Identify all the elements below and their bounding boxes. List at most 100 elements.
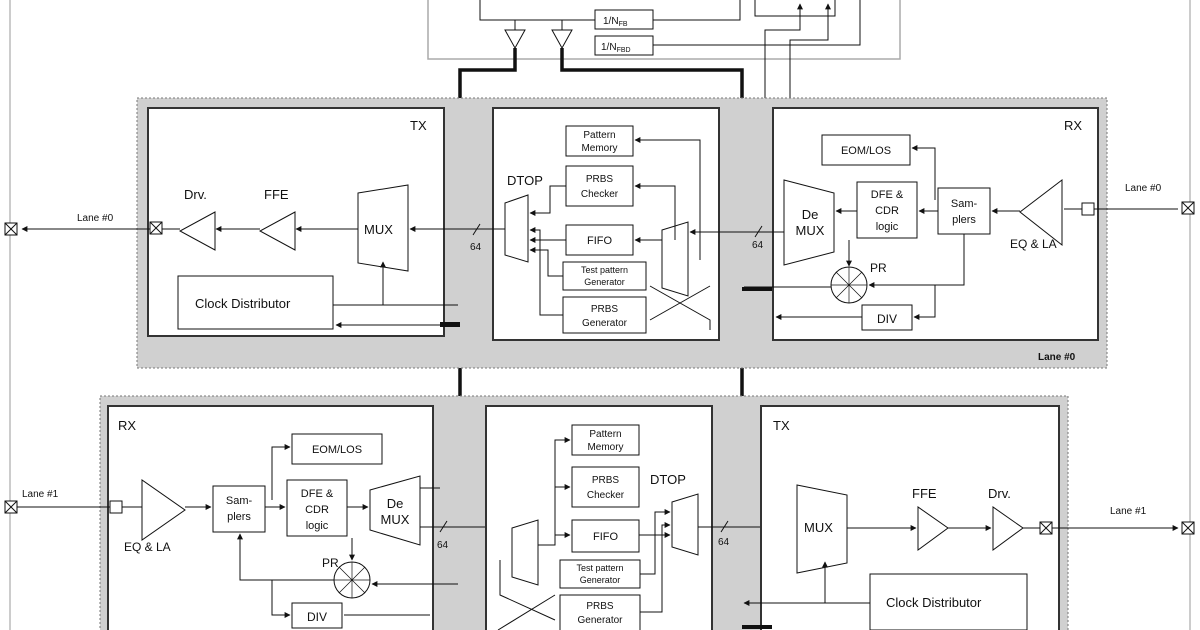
lane0-rx-input-pad <box>1081 202 1095 216</box>
svg-text:Generator: Generator <box>582 318 628 329</box>
top-block-box <box>754 0 836 17</box>
lane1-demux: De MUX <box>369 475 421 546</box>
lane1-ffe-amp <box>917 506 949 551</box>
svg-text:PRBS: PRBS <box>586 174 614 185</box>
lane0-rx-title: RX <box>1064 118 1082 133</box>
lane1-rx: RX Lane #1 EQ & LA Sam- plers EOM/LOS <box>4 405 511 630</box>
lane0-tx-title: TX <box>410 118 427 133</box>
lane1-dtop: DTOP Pattern Memory PRBS Checker FIFO Te… <box>485 405 796 630</box>
divider-fb: 1/NFB <box>594 9 654 30</box>
svg-text:FIFO: FIFO <box>587 235 612 247</box>
lane0-dtop-mux-right <box>661 221 689 297</box>
lane1-tx-lane-label: Lane #1 <box>1110 506 1147 517</box>
svg-text:De: De <box>387 496 404 511</box>
divider-fbd: 1/NFBD <box>594 35 654 56</box>
lane1-tx-title: TX <box>773 418 790 433</box>
svg-text:logic: logic <box>876 221 899 233</box>
svg-text:PRBS: PRBS <box>591 304 619 315</box>
svg-text:DFE &: DFE & <box>301 488 334 500</box>
lane0-eomlos: EOM/LOS <box>821 134 911 166</box>
lane1-prbs-checker: PRBS Checker <box>571 466 640 508</box>
lane1-rx-bus-width: 64 <box>437 540 449 551</box>
lane1-section: RX Lane #1 EQ & LA Sam- plers EOM/LOS <box>4 395 1195 630</box>
lane0-demux: De MUX <box>783 179 835 266</box>
svg-text:PRBS: PRBS <box>586 601 614 612</box>
lane0-samplers: Sam- plers <box>937 187 991 235</box>
svg-text:1/NFBD: 1/NFBD <box>601 42 631 54</box>
svg-text:DFE &: DFE & <box>871 189 904 201</box>
lane0-ffe-amp <box>258 211 296 251</box>
svg-text:Test pattern: Test pattern <box>581 265 628 275</box>
lane0-prbs-checker: PRBS Checker <box>565 165 634 207</box>
svg-text:Pattern: Pattern <box>589 429 621 440</box>
svg-text:Sam-: Sam- <box>951 198 978 210</box>
lane1-dfe-cdr: DFE & CDR logic <box>286 479 348 537</box>
lane0-rx-lane-label: Lane #0 <box>1125 183 1162 194</box>
lane1-dtop-mux-left <box>511 519 539 586</box>
lane1-ffe-label: FFE <box>912 486 937 501</box>
svg-text:Checker: Checker <box>581 189 619 200</box>
lane0-eqla-amp <box>1019 178 1063 247</box>
svg-text:DIV: DIV <box>307 610 327 624</box>
lane1-prbs-generator: PRBS Generator <box>559 594 641 630</box>
lane1-eqla-label: EQ & LA <box>124 540 171 554</box>
lane1-fifo: FIFO <box>571 519 640 553</box>
lane1-samplers: Sam- plers <box>212 485 266 533</box>
lane1-rx-input-pad <box>109 500 123 514</box>
svg-text:EOM/LOS: EOM/LOS <box>841 145 891 157</box>
lane1-dtop-mux-right <box>671 493 699 556</box>
lane0-section-label: Lane #0 <box>1038 352 1076 363</box>
lane1-driver <box>992 506 1024 551</box>
lane1-rx-div: DIV <box>291 602 343 629</box>
lane0-tx-lane-label: Lane #0 <box>77 213 114 224</box>
lane1-tx: TX MUX FFE Drv. Lane #1 Clock Distributo… <box>743 405 1195 630</box>
lane0-prbs-generator: PRBS Generator <box>562 296 647 334</box>
svg-text:Sam-: Sam- <box>226 495 253 507</box>
top-clock-block: 1/NFB 1/NFBD <box>427 0 901 200</box>
lane1-rx-lane-label: Lane #1 <box>22 489 59 500</box>
lane0-fifo: FIFO <box>565 224 634 256</box>
svg-text:DIV: DIV <box>877 312 897 326</box>
lane0-rx-div: DIV <box>861 304 913 331</box>
svg-text:Test pattern: Test pattern <box>576 563 623 573</box>
lane1-rx-title: RX <box>118 418 136 433</box>
lane1-test-pattern-generator: Test pattern Generator <box>559 559 641 589</box>
lane0-ffe-label: FFE <box>264 187 289 202</box>
clock-buffer-right <box>551 29 573 50</box>
lane1-drv-label: Drv. <box>988 486 1011 501</box>
svg-text:plers: plers <box>227 511 251 523</box>
lane0-rx-bus-width: 64 <box>752 240 764 251</box>
lane0-dtop-mux-left <box>504 194 529 263</box>
svg-text:Memory: Memory <box>581 143 617 154</box>
lane0-dfe-cdr: DFE & CDR logic <box>856 181 918 239</box>
lane1-pr-label: PR <box>322 556 339 570</box>
lane1-tx-clock-distributor <box>869 573 1028 630</box>
lane0-eqla-label: EQ & LA <box>1010 237 1057 251</box>
svg-text:Checker: Checker <box>587 490 625 501</box>
lane0-tx-bus-width: 64 <box>470 242 482 253</box>
lane0-test-pattern-generator: Test pattern Generator <box>562 261 647 291</box>
lane1-phase-rotator <box>333 561 371 599</box>
lane0-section: Lane #0 TX MUX FFE Drv. Clock Distributo… <box>4 97 1195 369</box>
lane1-eqla-amp <box>141 479 186 541</box>
lane0-driver <box>178 211 216 251</box>
lane0-phase-rotator <box>830 266 868 304</box>
svg-text:Generator: Generator <box>580 575 621 585</box>
svg-text:logic: logic <box>306 520 329 532</box>
svg-text:Generator: Generator <box>577 615 623 626</box>
svg-text:CDR: CDR <box>305 504 329 516</box>
clock-buffer-left <box>504 29 526 50</box>
lane0-mux-label: MUX <box>364 222 393 237</box>
lane0-rx: RX EOM/LOS De MUX DFE & CDR logic Sam- p… <box>689 107 1195 341</box>
lane0-tx-clock-distributor <box>177 275 334 330</box>
lane0-dtop-title: DTOP <box>507 173 543 188</box>
svg-text:De: De <box>802 207 819 222</box>
svg-text:MUX: MUX <box>381 512 410 527</box>
svg-text:CDR: CDR <box>875 205 899 217</box>
svg-text:EOM/LOS: EOM/LOS <box>312 444 362 456</box>
lane0-pattern-memory: Pattern Memory <box>565 125 634 157</box>
svg-text:1/NFB: 1/NFB <box>603 16 628 28</box>
lane1-tx-clock-label: Clock Distributor <box>886 595 982 610</box>
svg-text:plers: plers <box>952 214 976 226</box>
